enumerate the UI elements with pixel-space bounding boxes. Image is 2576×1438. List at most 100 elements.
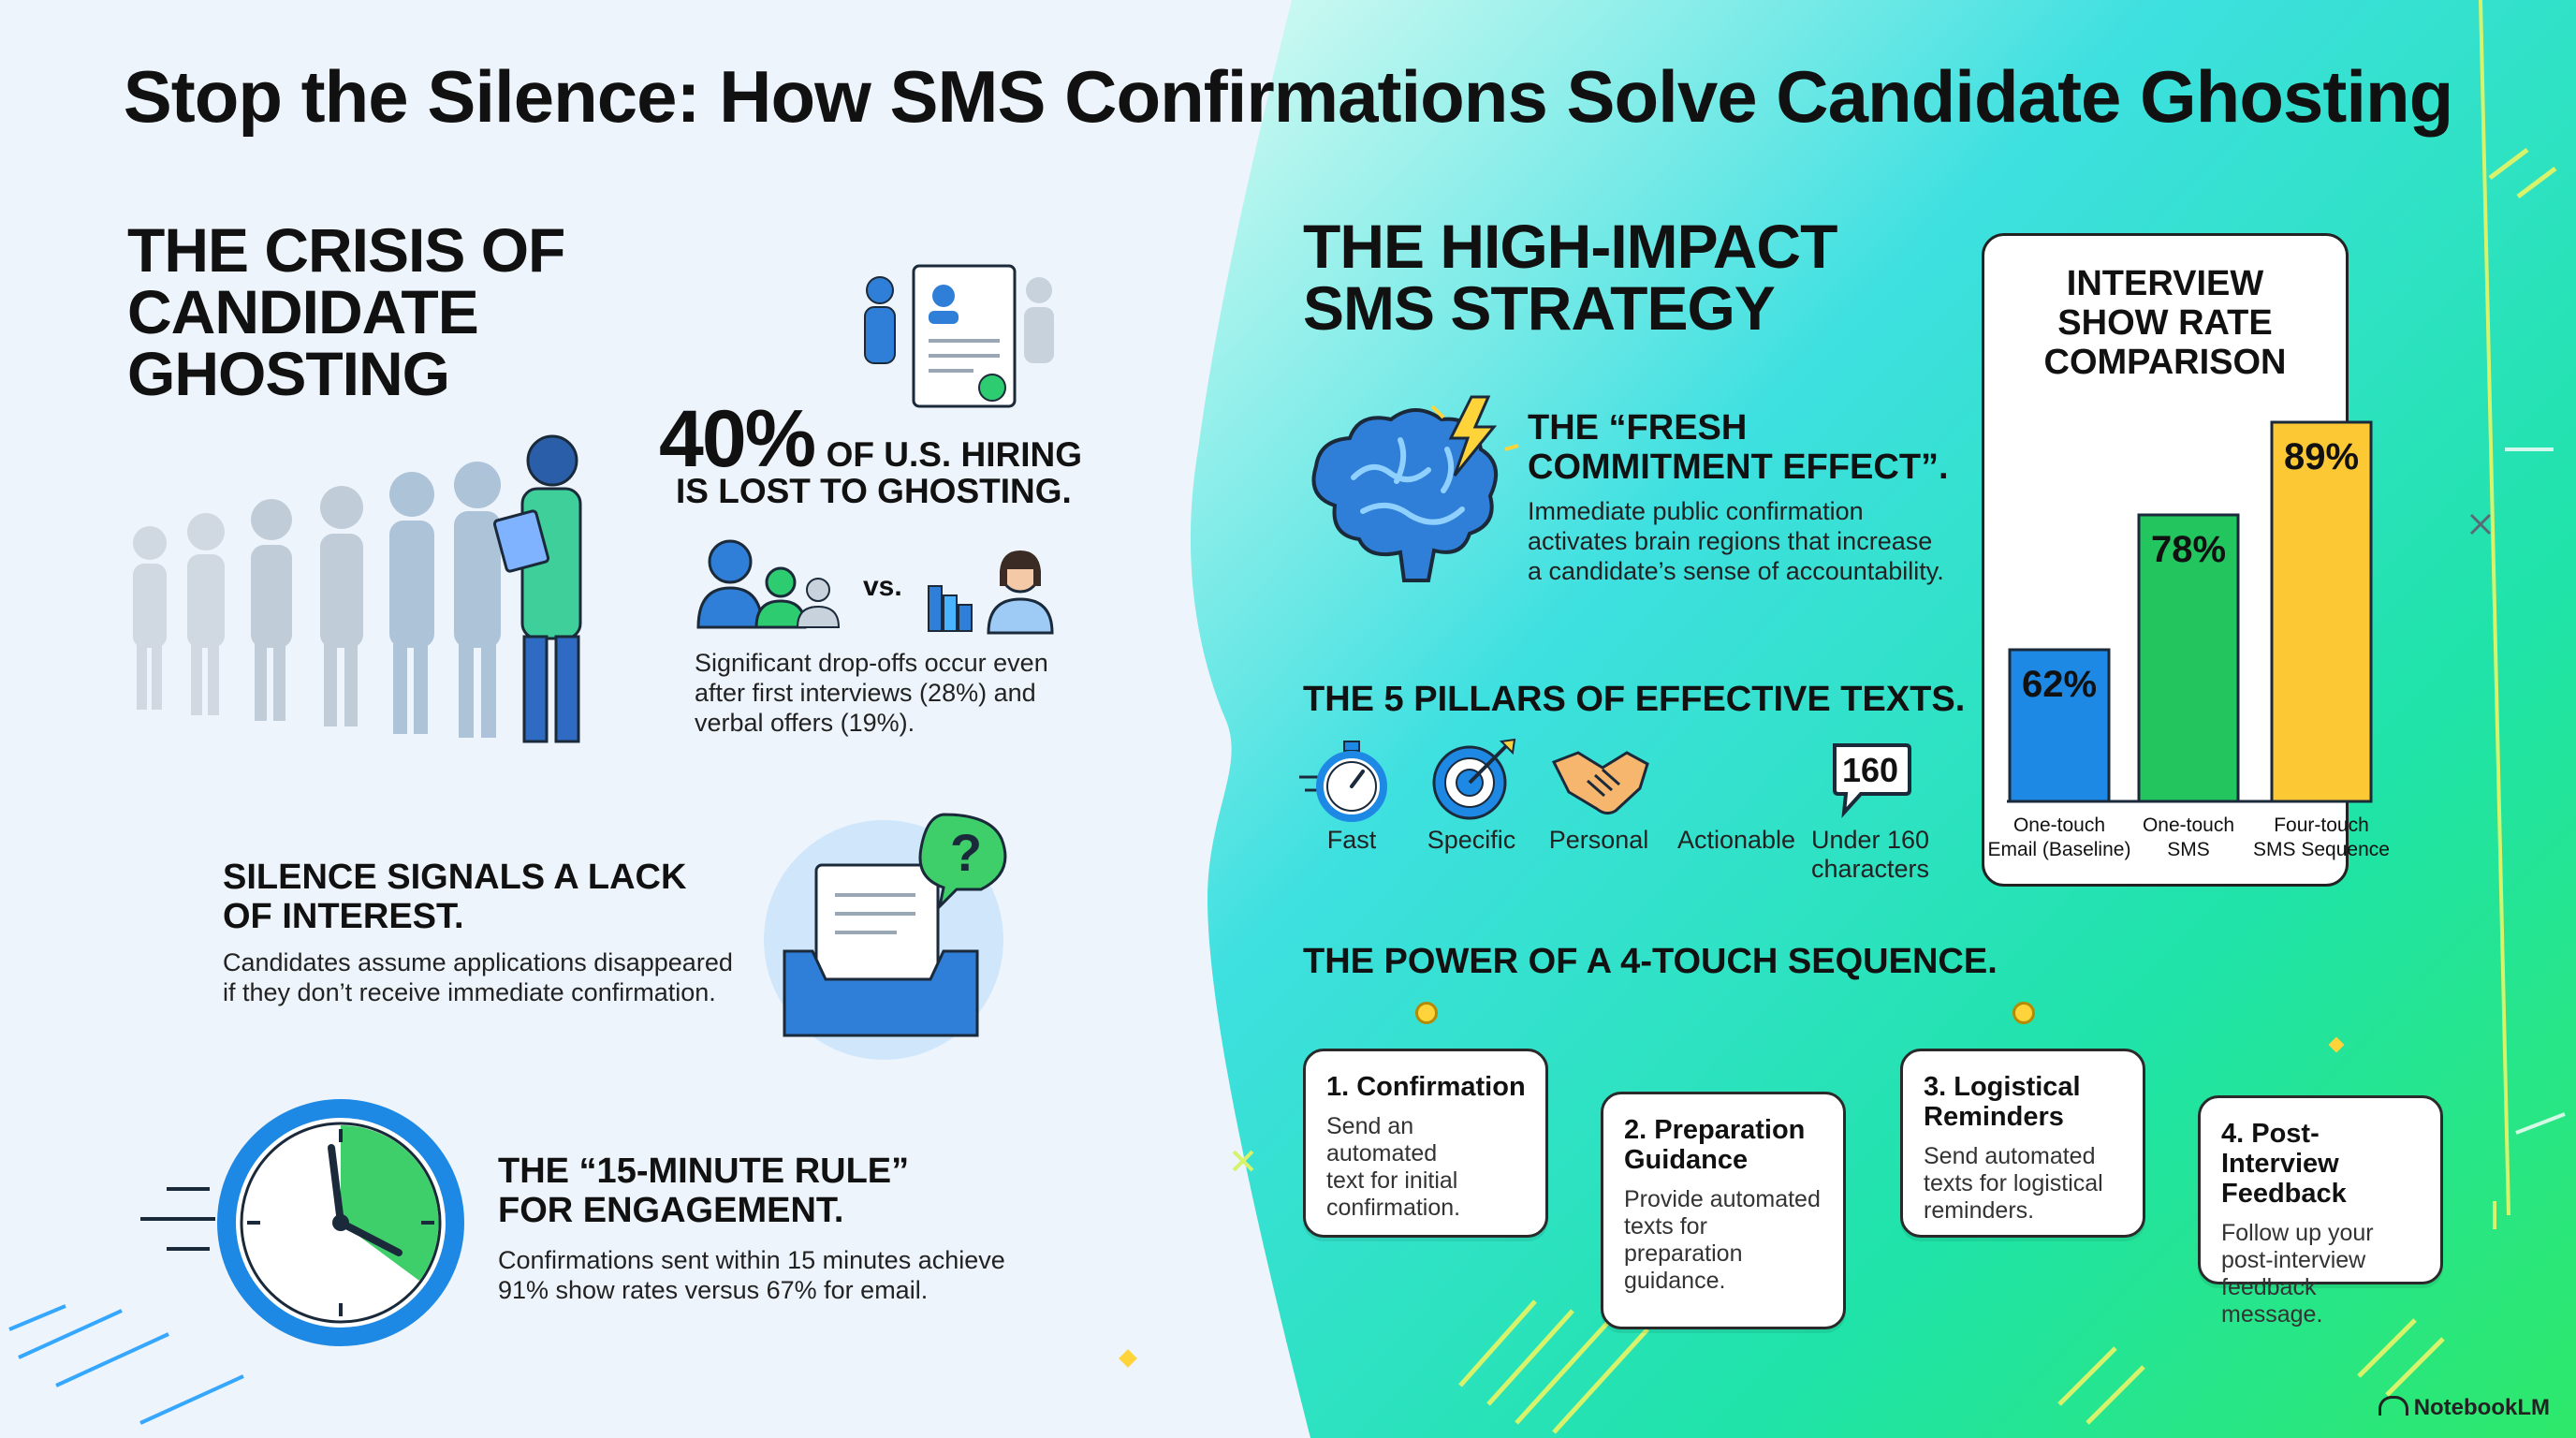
step-title: 4. Post-Interview xyxy=(2221,1119,2339,1179)
rule-line: Confirmations sent within 15 minutes ach… xyxy=(498,1246,1005,1274)
category-label: SMS Sequence xyxy=(2253,839,2390,860)
fresh-line: Immediate public confirmation xyxy=(1528,497,1864,525)
category-label: Four-touch xyxy=(2274,814,2369,836)
page-title: Stop the Silence: How SMS Confirmations … xyxy=(123,55,2454,138)
fresh-heading: THE “FRESH COMMITMENT EFFECT”. xyxy=(1528,408,1949,487)
step-title: 1. Confirmation xyxy=(1326,1072,1526,1102)
step-text: texts for preparation xyxy=(1624,1213,1743,1267)
bar-1 xyxy=(2137,513,2240,803)
category-label: SMS xyxy=(2167,839,2210,860)
stat-line-2: IS LOST TO GHOSTING. xyxy=(676,472,1072,510)
chart-title-line: COMPARISON xyxy=(2043,343,2287,382)
pillar-actionable: Actionable xyxy=(1676,826,1796,854)
category-label: One-touch xyxy=(2013,814,2105,836)
person-with-tablet-icon xyxy=(492,434,582,743)
step-pin xyxy=(1415,1002,1438,1024)
fresh-text: Immediate public confirmation activates … xyxy=(1528,496,1944,586)
step-text: Send an automated xyxy=(1326,1113,1438,1167)
fresh-heading-line: COMMITMENT EFFECT”. xyxy=(1528,448,1949,487)
pillars-heading: THE 5 PILLARS OF EFFECTIVE TEXTS. xyxy=(1303,680,1966,719)
inbox-question-icon: ? xyxy=(764,813,1007,1060)
clock-icon xyxy=(140,1099,464,1346)
pillar-fast: Fast xyxy=(1326,826,1377,854)
silence-heading-line: SILENCE SIGNALS A LACK xyxy=(223,858,687,897)
bar-value-label: 62% xyxy=(2022,664,2097,705)
step-pin xyxy=(2012,1002,2035,1024)
rule-text: Confirmations sent within 15 minutes ach… xyxy=(498,1245,1005,1305)
step-text: texts for logistical xyxy=(1924,1170,2103,1196)
crisis-heading-line: CANDIDATE xyxy=(127,277,479,346)
svg-text:?: ? xyxy=(950,823,982,882)
step-text: confirmation. xyxy=(1326,1195,1461,1221)
step-card-preparation: 2. Preparation Guidance Provide automate… xyxy=(1601,1092,1846,1329)
brain-lightning-icon xyxy=(1311,395,1519,582)
step-text: post-interview xyxy=(2221,1247,2366,1273)
bar-2 xyxy=(2270,420,2373,803)
step-title: 3. Logistical xyxy=(1924,1072,2081,1102)
category-label: Email (Baseline) xyxy=(1988,839,2131,860)
stopwatch-icon xyxy=(1299,741,1387,822)
pillar-under-160-line: Under 160 xyxy=(1810,826,1930,854)
rule-heading-line: THE “15-MINUTE RULE” xyxy=(498,1152,910,1191)
stat-line-1: OF U.S. HIRING xyxy=(826,435,1082,474)
step-text: reminders. xyxy=(1924,1197,2035,1224)
bar-value-label: 89% xyxy=(2284,436,2359,477)
vs-label: vs. xyxy=(863,571,902,602)
char-limit-badge: 160 xyxy=(1841,751,1899,789)
fresh-heading-line: THE “FRESH xyxy=(1528,408,1748,448)
group-people-icon xyxy=(696,539,841,629)
bar-value-label: 78% xyxy=(2151,529,2226,570)
sequence-heading: THE POWER OF A 4-TOUCH SEQUENCE. xyxy=(1303,942,1998,981)
step-card-post-interview: 4. Post-Interview Feedback Follow up you… xyxy=(2198,1095,2443,1328)
fading-crowd-illustration xyxy=(133,434,582,743)
step-title: Feedback xyxy=(2221,1179,2347,1209)
step-text: Send automated xyxy=(1924,1143,2096,1169)
recruiter-desk-icon xyxy=(928,550,1054,635)
notebooklm-logo-icon xyxy=(2378,1396,2408,1416)
pillar-under-160: Under 160 characters xyxy=(1807,826,1934,884)
chart-title-line: SHOW RATE xyxy=(2057,303,2273,343)
step-text: Follow up your xyxy=(2221,1220,2374,1246)
crisis-heading: THE CRISIS OF CANDIDATE GHOSTING xyxy=(127,215,565,408)
step-title: Guidance xyxy=(1624,1145,1749,1175)
fresh-line: activates brain regions that increase xyxy=(1528,527,1933,555)
step-card-confirmation: 1. Confirmation Send an automated text f… xyxy=(1303,1049,1548,1238)
dropoff-line: verbal offers (19%). xyxy=(695,709,915,737)
dropoff-line: after first interviews (28%) and xyxy=(695,679,1036,707)
fresh-line: a candidate’s sense of accountability. xyxy=(1528,557,1944,585)
chart-title: INTERVIEW SHOW RATE COMPARISON xyxy=(1984,264,2346,382)
crisis-heading-line: GHOSTING xyxy=(127,339,450,408)
crisis-heading-line: THE CRISIS OF xyxy=(127,215,565,285)
rule-heading: THE “15-MINUTE RULE” FOR ENGAGEMENT. xyxy=(498,1152,909,1230)
handshake-icon xyxy=(1551,751,1649,815)
pillar-specific: Specific xyxy=(1427,826,1516,854)
target-icon xyxy=(1432,738,1516,820)
show-rate-chart-card: INTERVIEW SHOW RATE COMPARISON 62% One-to… xyxy=(1982,233,2390,887)
silence-heading: SILENCE SIGNALS A LACK OF INTEREST. xyxy=(223,858,686,936)
step-title: 2. Preparation xyxy=(1624,1115,1806,1145)
step-title: Reminders xyxy=(1924,1102,2064,1132)
strategy-heading-line: SMS STRATEGY xyxy=(1303,273,1776,343)
step-text: feedback message. xyxy=(2221,1274,2323,1328)
footer-brand: NotebookLM xyxy=(2378,1395,2550,1421)
strategy-heading-line: THE HIGH-IMPACT xyxy=(1303,212,1837,281)
silence-text: Candidates assume applications disappear… xyxy=(223,947,733,1007)
pillar-under-160-line: characters xyxy=(1810,855,1930,883)
pillar-personal: Personal xyxy=(1548,826,1649,854)
resume-people-icon xyxy=(864,264,1054,408)
chart-title-line: INTERVIEW xyxy=(2066,264,2264,303)
ghosting-stat: 40% OF U.S. HIRING xyxy=(659,393,1082,486)
dropoff-text: Significant drop-offs occur even after f… xyxy=(695,648,1048,738)
footer-text: NotebookLM xyxy=(2413,1395,2550,1420)
step-text: text for initial xyxy=(1326,1167,1458,1194)
step-card-logistical: 3. Logistical Reminders Send automated t… xyxy=(1900,1049,2145,1238)
speech-bubble-icon xyxy=(1833,743,1911,818)
category-label: One-touch xyxy=(2143,814,2234,836)
strategy-heading: THE HIGH-IMPACT SMS STRATEGY xyxy=(1303,215,1837,339)
step-text: guidance. xyxy=(1624,1268,1726,1294)
silence-line: if they don’t receive immediate confirma… xyxy=(223,978,716,1006)
silence-line: Candidates assume applications disappear… xyxy=(223,948,733,976)
rule-heading-line: FOR ENGAGEMENT. xyxy=(498,1191,844,1230)
rule-line: 91% show rates versus 67% for email. xyxy=(498,1276,929,1304)
